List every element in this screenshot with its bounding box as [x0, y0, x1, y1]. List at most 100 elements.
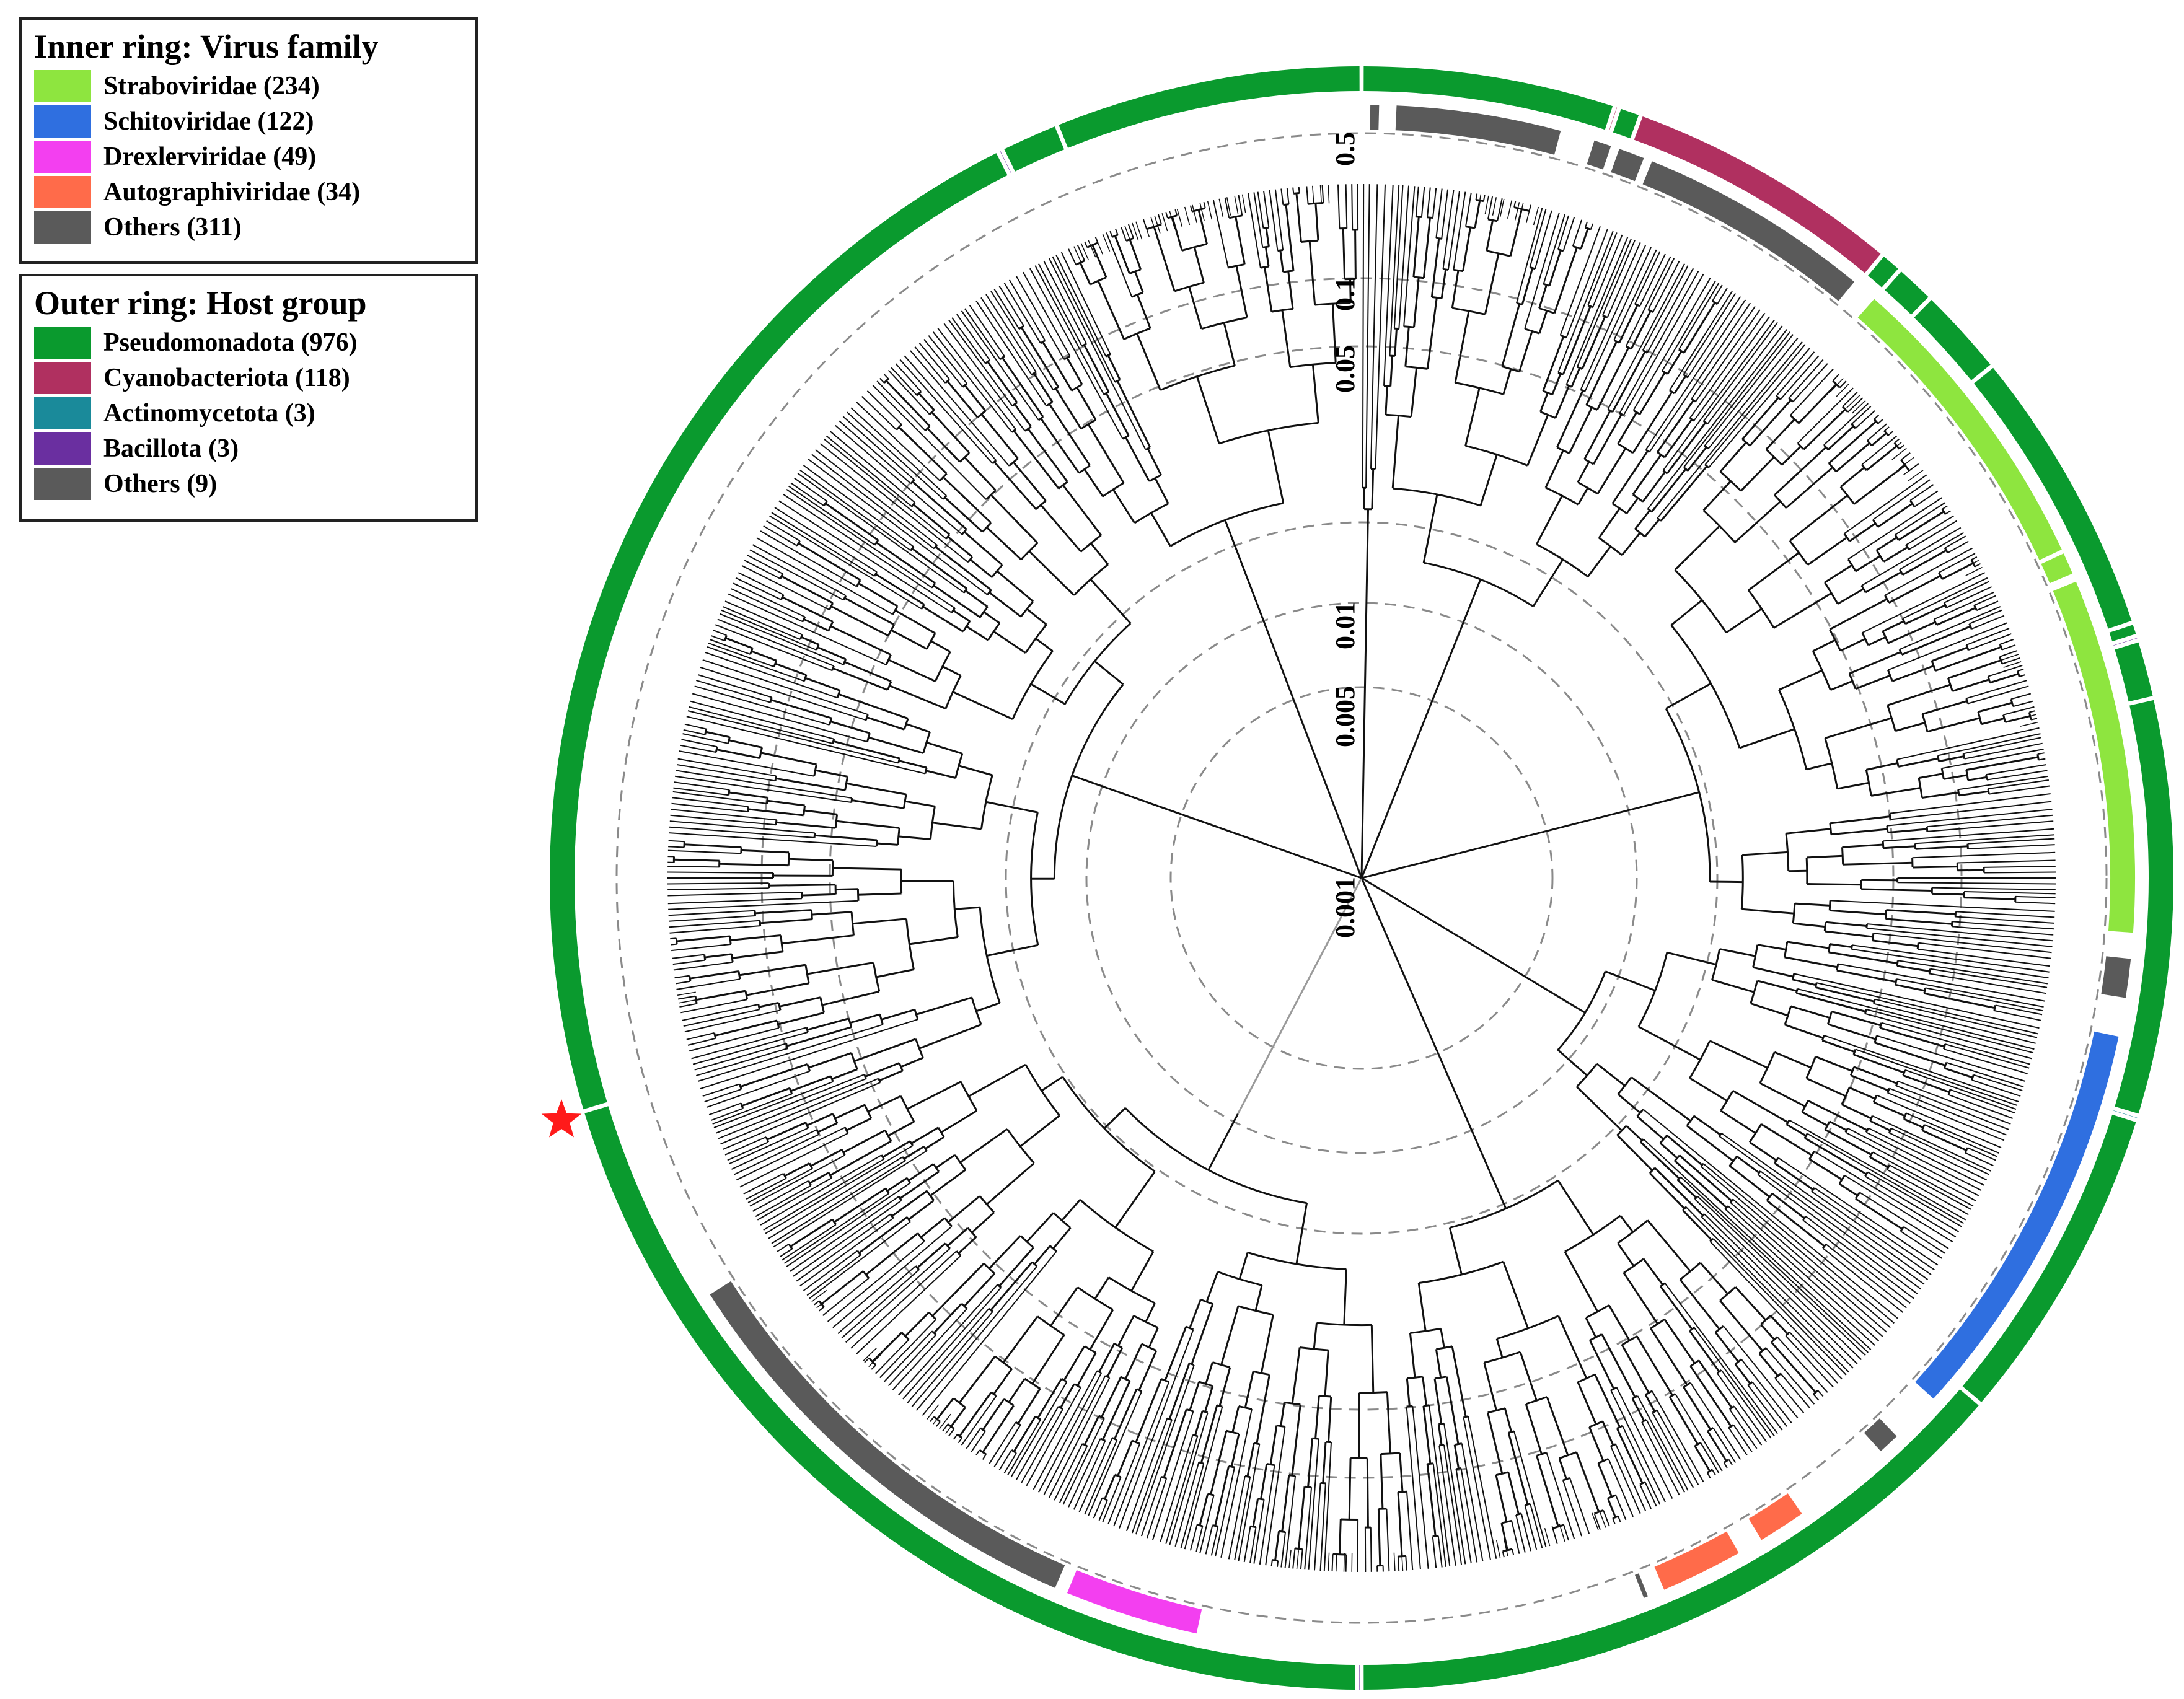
tree-branch — [1026, 1212, 1054, 1243]
tree-branch — [1114, 1389, 1138, 1439]
tree-branch — [858, 1216, 908, 1254]
tree-branch — [832, 1226, 953, 1328]
tree-branch — [1830, 680, 1853, 691]
tree-branch — [1724, 1208, 1875, 1346]
tree-branch — [892, 1308, 968, 1390]
tree-branch — [1847, 397, 1864, 413]
tree-branch — [1720, 1110, 1756, 1135]
tree-branch — [1821, 1039, 1855, 1053]
tree-branch — [1954, 911, 1957, 917]
tree-branch — [1562, 305, 1592, 375]
tree-branch — [986, 527, 1022, 561]
outer-ring-segment — [1973, 367, 2132, 629]
tree-branch — [1062, 484, 1102, 536]
tree-branch — [1865, 1131, 1982, 1192]
tree-branch — [986, 1162, 1035, 1205]
tree-branch — [845, 1248, 951, 1343]
tree-branch — [1747, 1384, 1783, 1431]
tree-branch — [1343, 1553, 1345, 1572]
tree-branch — [1874, 998, 2038, 1038]
tree-branch — [1407, 1376, 1423, 1379]
tree-branch — [1226, 197, 1231, 216]
tree-branch — [713, 630, 727, 636]
tree-branch — [871, 1364, 876, 1370]
tree-branch — [767, 1122, 806, 1141]
tree-branch — [1482, 195, 1486, 201]
tree-branch — [1822, 1247, 1904, 1313]
tree-branch — [864, 1104, 873, 1119]
tree-branch — [1322, 1442, 1327, 1483]
tree-branch — [1774, 1051, 1812, 1069]
tree-branch — [1280, 1402, 1285, 1426]
tree-branch — [1735, 1286, 1767, 1321]
tree-branch — [969, 558, 993, 578]
tree-branch — [898, 835, 931, 840]
tree-branch — [879, 1014, 884, 1025]
tree-branch — [1524, 213, 1560, 330]
tree-branch — [1292, 1548, 1296, 1569]
outer-ring-segment — [2115, 700, 2173, 1114]
tree-branch — [1018, 325, 1024, 330]
tree-branch — [1700, 1162, 1704, 1167]
tree-branch — [887, 1334, 937, 1387]
tree-branch — [1885, 547, 1973, 596]
star-icon — [541, 1099, 582, 1138]
tree-branch — [1829, 1120, 1847, 1131]
tree-branch — [1114, 1170, 1156, 1228]
tree-branch — [1617, 411, 1638, 444]
tree-branch — [1966, 680, 2027, 700]
tree-branch — [1588, 1340, 1615, 1390]
tree-branch — [1922, 700, 1968, 715]
tree-branch — [1774, 1162, 1814, 1191]
tree-branch — [1939, 755, 1965, 763]
tree-branch — [702, 659, 868, 716]
tree-branch — [1569, 1477, 1590, 1534]
tree-branch — [856, 1255, 961, 1354]
tree-branch — [1711, 1469, 1716, 1476]
tree-branch — [1670, 599, 1703, 626]
scale-label-0005: 0.005 — [1330, 686, 1360, 747]
tree-branch — [1625, 256, 1671, 347]
tree-branch — [1896, 978, 2044, 1008]
tree-branch — [1707, 1431, 1727, 1462]
tree-branch — [1576, 238, 1632, 367]
tree-branch — [1022, 271, 1071, 357]
tree-branch — [2003, 661, 2022, 668]
tree-branch — [700, 1019, 918, 1090]
outer-ring-segment — [550, 153, 1008, 1110]
legend-title: Inner ring: Virus family — [34, 28, 379, 65]
tree-branch — [1811, 1191, 1932, 1276]
tree-branch — [1454, 1442, 1463, 1446]
tree-branch — [1952, 678, 1989, 692]
tree-branch — [1955, 911, 2055, 918]
tree-branch — [1529, 208, 1547, 268]
tree-branch — [1773, 592, 1832, 629]
tree-branch — [670, 814, 777, 826]
tree-branch — [1298, 1486, 1306, 1549]
tree-branch — [875, 573, 925, 605]
tree-branch — [1965, 566, 1983, 576]
tree-branch — [1513, 1431, 1547, 1548]
tree-branch — [1532, 559, 1564, 607]
legend-item-drexlerviridae: Drexlerviridae (49) — [34, 139, 464, 174]
tree-branch — [933, 1163, 940, 1172]
tree-branch — [841, 1269, 920, 1339]
tree-branch — [731, 954, 734, 962]
tree-branch — [1300, 1548, 1303, 1569]
tree-branch — [1235, 216, 1246, 265]
tree-branch — [1013, 1416, 1036, 1452]
tree-branch — [668, 846, 684, 848]
tree-branch — [1887, 1169, 1969, 1216]
tree-branch — [1087, 424, 1125, 484]
tree-branch — [1360, 556, 1368, 879]
tree-branch — [1271, 307, 1293, 313]
tree-branch — [1965, 644, 1970, 651]
tree-branch — [1475, 193, 1478, 200]
tree-branch — [715, 624, 832, 672]
tree-branch — [907, 1081, 961, 1110]
tree-branch — [1781, 446, 1802, 466]
tree-branch — [1806, 1078, 1846, 1097]
tree-branch — [669, 925, 760, 934]
tree-branch — [1048, 258, 1147, 450]
outer-ring-segment — [2113, 638, 2138, 646]
